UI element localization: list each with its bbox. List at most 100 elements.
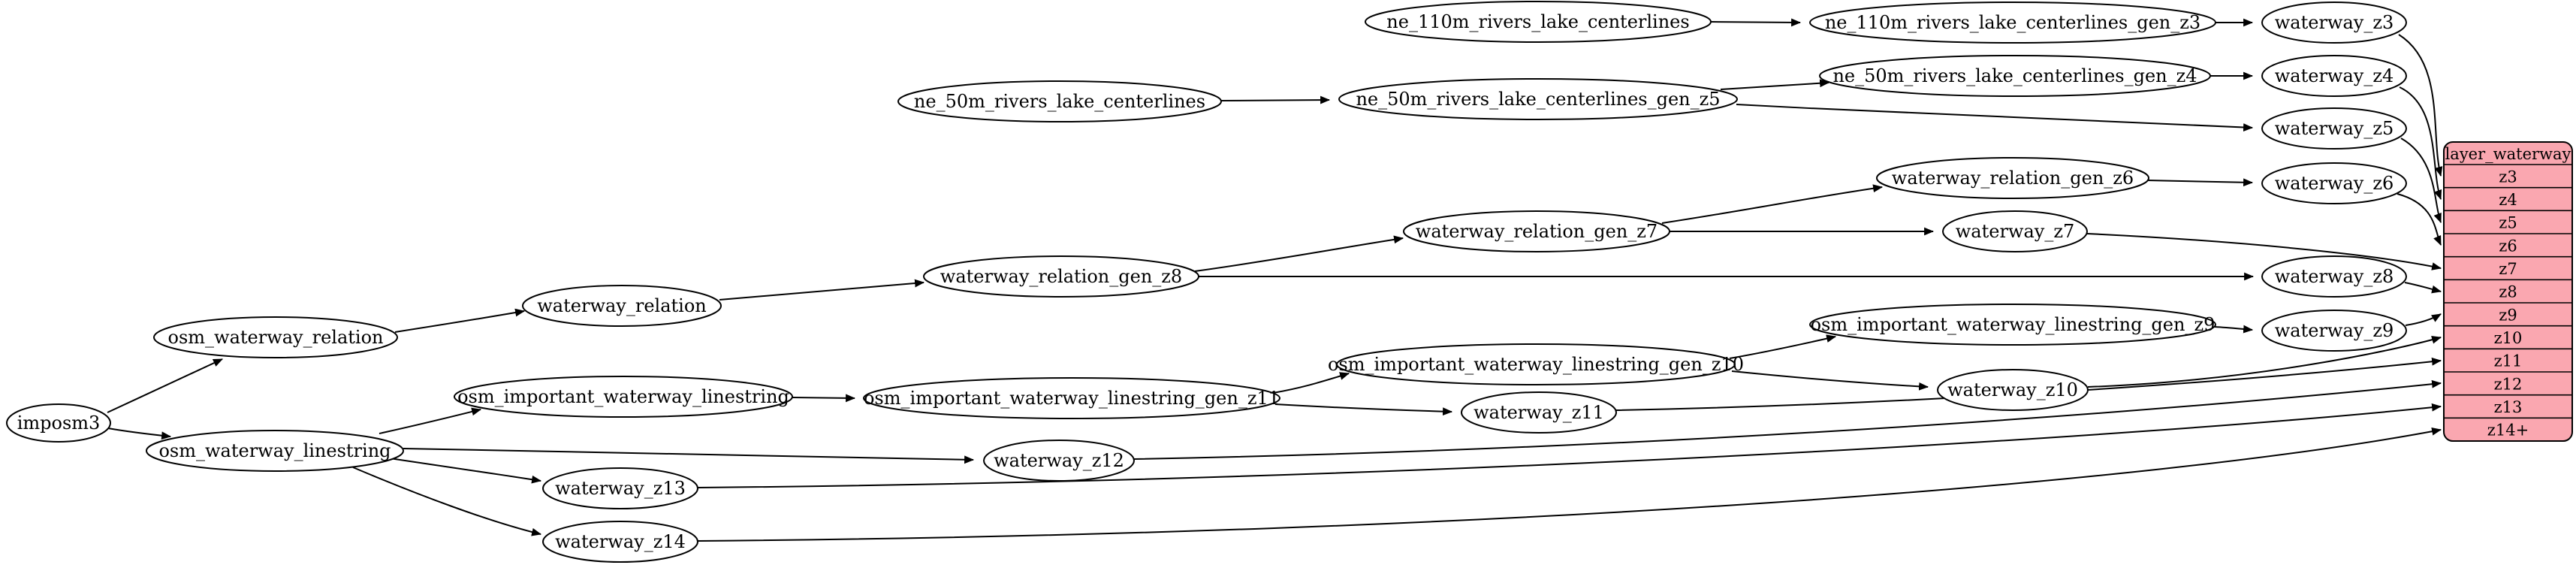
node-label-waterway-relation: waterway_relation xyxy=(537,295,706,316)
node-ellipse-waterway-z11 xyxy=(1461,391,1617,434)
node-ellipse-waterway-z9 xyxy=(2261,310,2407,352)
node-ellipse-waterway-relation-gen-z7 xyxy=(1403,210,1670,252)
node-ellipse-waterway-z3 xyxy=(2261,2,2407,44)
node-waterway-z10: waterway_z10 xyxy=(1937,369,2089,411)
node-waterway-z6: waterway_z6 xyxy=(2261,162,2407,204)
node-label-waterway-z8: waterway_z8 xyxy=(2275,266,2394,287)
node-label-waterway-relation-gen-z8: waterway_relation_gen_z8 xyxy=(940,266,1182,287)
table-row-z7: z7 xyxy=(2499,260,2517,278)
node-label-ne-50m-rivers-lake-centerlines-gen-z4: ne_50m_rivers_lake_centerlines_gen_z4 xyxy=(1832,65,2197,86)
node-label-osm-important-waterway-linestring: osm_important_waterway_linestring xyxy=(457,386,789,407)
edge-osm-waterway-linestring-to-osm-important-waterway-linestring xyxy=(379,407,482,434)
node-ne-50m-rivers-lake-centerlines: ne_50m_rivers_lake_centerlines xyxy=(897,80,1222,122)
node-osm-important-waterway-linestring: osm_important_waterway_linestring xyxy=(454,376,793,418)
node-label-osm-waterway-linestring: osm_waterway_linestring xyxy=(158,440,391,461)
node-osm-waterway-linestring: osm_waterway_linestring xyxy=(146,430,404,472)
node-label-osm-important-waterway-linestring-gen-z10: osm_important_waterway_linestring_gen_z1… xyxy=(1328,354,1744,375)
node-label-ne-50m-rivers-lake-centerlines-gen-z5: ne_50m_rivers_lake_centerlines_gen_z5 xyxy=(1356,89,1720,110)
edge-waterway-z6-to-layer-waterway-z6 xyxy=(2397,193,2442,246)
node-osm-important-waterway-linestring-gen-z9: osm_important_waterway_linestring_gen_z9 xyxy=(1809,304,2216,346)
node-ellipse-waterway-z4 xyxy=(2261,55,2407,97)
node-ellipse-waterway-relation-gen-z6 xyxy=(1876,157,2149,199)
node-imposm3: imposm3 xyxy=(6,403,111,443)
edge-osm-waterway-linestring-to-waterway-z14 xyxy=(352,467,542,536)
table-row-z6: z6 xyxy=(2499,237,2517,255)
edge-osm-important-waterway-linestring-to-osm-important-waterway-linestring-gen-z11 xyxy=(792,394,856,403)
node-waterway-z4: waterway_z4 xyxy=(2261,55,2407,97)
node-label-waterway-z3: waterway_z3 xyxy=(2275,12,2394,33)
edge-waterway-z11-to-layer-waterway-z11 xyxy=(1615,357,2442,411)
node-label-waterway-z10: waterway_z10 xyxy=(1947,379,2078,400)
node-label-osm-waterway-relation: osm_waterway_relation xyxy=(168,327,384,348)
node-ellipse-osm-waterway-linestring xyxy=(146,430,404,472)
node-ellipse-ne-110m-rivers-lake-centerlines-gen-z3 xyxy=(1809,2,2216,44)
edge-waterway-z5-to-layer-waterway-z5 xyxy=(2400,137,2442,224)
node-ellipse-ne-110m-rivers-lake-centerlines xyxy=(1365,1,1712,43)
node-waterway-z12: waterway_z12 xyxy=(983,440,1135,482)
node-waterway-relation: waterway_relation xyxy=(522,285,722,327)
table-title: layer_waterway xyxy=(2445,145,2571,163)
table-row-z14: z14+ xyxy=(2487,421,2529,440)
edge-ne-50m-rivers-lake-centerlines-gen-z5-to-ne-50m-rivers-lake-centerlines-gen-z4 xyxy=(1720,79,1830,90)
edge-waterway-z12-to-layer-waterway-z12 xyxy=(1133,379,2442,460)
table-layer: layer_waterwayz3z4z5z6z7z8z9z10z11z12z13… xyxy=(2443,141,2573,443)
edge-osm-important-waterway-linestring-gen-z10-to-waterway-z10 xyxy=(1731,370,1929,391)
node-label-waterway-z11: waterway_z11 xyxy=(1474,402,1604,423)
node-ellipse-osm-important-waterway-linestring-gen-z9 xyxy=(1809,304,2216,346)
edge-osm-important-waterway-linestring-gen-z11-to-osm-important-waterway-linestring-gen-z10 xyxy=(1272,372,1350,394)
node-ellipse-waterway-z13 xyxy=(542,467,698,509)
node-waterway-z5: waterway_z5 xyxy=(2261,107,2407,150)
node-waterway-z9: waterway_z9 xyxy=(2261,310,2407,352)
edge-waterway-z13-to-layer-waterway-z13 xyxy=(697,403,2442,488)
table-row-z13: z13 xyxy=(2494,398,2523,416)
node-label-waterway-relation-gen-z6: waterway_relation_gen_z6 xyxy=(1892,168,2134,189)
edge-waterway-z10-to-layer-waterway-z10 xyxy=(2087,336,2442,388)
node-waterway-relation-gen-z6: waterway_relation_gen_z6 xyxy=(1876,157,2149,199)
node-ellipse-waterway-z5 xyxy=(2261,107,2407,150)
node-label-ne-50m-rivers-lake-centerlines: ne_50m_rivers_lake_centerlines xyxy=(914,91,1205,112)
nodes-layer: imposm3 osm_waterway_relation osm_waterway… xyxy=(6,1,2407,563)
edge-waterway-relation-gen-z8-to-waterway-relation-gen-z7 xyxy=(1194,235,1404,272)
node-waterway-z13: waterway_z13 xyxy=(542,467,698,509)
node-label-ne-110m-rivers-lake-centerlines-gen-z3: ne_110m_rivers_lake_centerlines_gen_z3 xyxy=(1825,12,2200,33)
node-label-waterway-z6: waterway_z6 xyxy=(2275,173,2394,194)
node-label-imposm3: imposm3 xyxy=(17,412,101,434)
node-ellipse-waterway-z10 xyxy=(1937,369,2089,411)
node-label-waterway-z14: waterway_z14 xyxy=(555,531,686,552)
edge-waterway-z3-to-layer-waterway-z3 xyxy=(2398,34,2443,177)
node-waterway-relation-gen-z8: waterway_relation_gen_z8 xyxy=(923,255,1199,298)
node-label-ne-110m-rivers-lake-centerlines: ne_110m_rivers_lake_centerlines xyxy=(1386,11,1689,32)
node-ne-50m-rivers-lake-centerlines-gen-z4: ne_50m_rivers_lake_centerlines_gen_z4 xyxy=(1819,55,2211,97)
edge-osm-important-waterway-linestring-gen-z11-to-waterway-z11 xyxy=(1274,403,1453,416)
edge-imposm3-to-osm-waterway-linestring xyxy=(107,428,172,440)
node-label-osm-important-waterway-linestring-gen-z9: osm_important_waterway_linestring_gen_z9 xyxy=(1811,314,2216,335)
table-row-z8: z8 xyxy=(2499,283,2517,301)
table-row-z3: z3 xyxy=(2499,168,2517,186)
node-ne-110m-rivers-lake-centerlines: ne_110m_rivers_lake_centerlines xyxy=(1365,1,1712,43)
edge-waterway-relation-gen-z6-to-waterway-z6 xyxy=(2146,178,2254,187)
table-row-z12: z12 xyxy=(2494,375,2523,393)
node-ellipse-osm-waterway-relation xyxy=(153,316,398,358)
node-waterway-relation-gen-z7: waterway_relation_gen_z7 xyxy=(1403,210,1670,252)
node-ellipse-osm-important-waterway-linestring xyxy=(454,376,793,418)
node-label-waterway-z7: waterway_z7 xyxy=(1956,221,2075,242)
table-row-z5: z5 xyxy=(2499,214,2517,232)
edge-waterway-z4-to-layer-waterway-z4 xyxy=(2399,86,2442,201)
node-osm-important-waterway-linestring-gen-z10: osm_important_waterway_linestring_gen_z1… xyxy=(1328,343,1744,385)
edge-osm-waterway-relation-to-waterway-relation xyxy=(394,308,526,333)
node-ellipse-waterway-z8 xyxy=(2261,255,2407,298)
node-label-waterway-relation-gen-z7: waterway_relation_gen_z7 xyxy=(1416,221,1658,242)
edge-osm-waterway-linestring-to-waterway-z12 xyxy=(403,448,975,464)
node-ellipse-waterway-relation-gen-z8 xyxy=(923,255,1199,298)
table-row-z4: z4 xyxy=(2499,191,2517,209)
node-waterway-z7: waterway_z7 xyxy=(1942,210,2088,252)
table-row-z11: z11 xyxy=(2494,352,2523,370)
node-osm-waterway-relation: osm_waterway_relation xyxy=(153,316,398,358)
node-ellipse-ne-50m-rivers-lake-centerlines-gen-z4 xyxy=(1819,55,2211,97)
edge-ne-50m-rivers-lake-centerlines-to-ne-50m-rivers-lake-centerlines-gen-z5 xyxy=(1220,95,1331,104)
edge-waterway-z14-to-layer-waterway-z14 xyxy=(697,427,2442,542)
node-ellipse-ne-50m-rivers-lake-centerlines-gen-z5 xyxy=(1338,78,1738,120)
edges-layer xyxy=(107,18,2443,542)
